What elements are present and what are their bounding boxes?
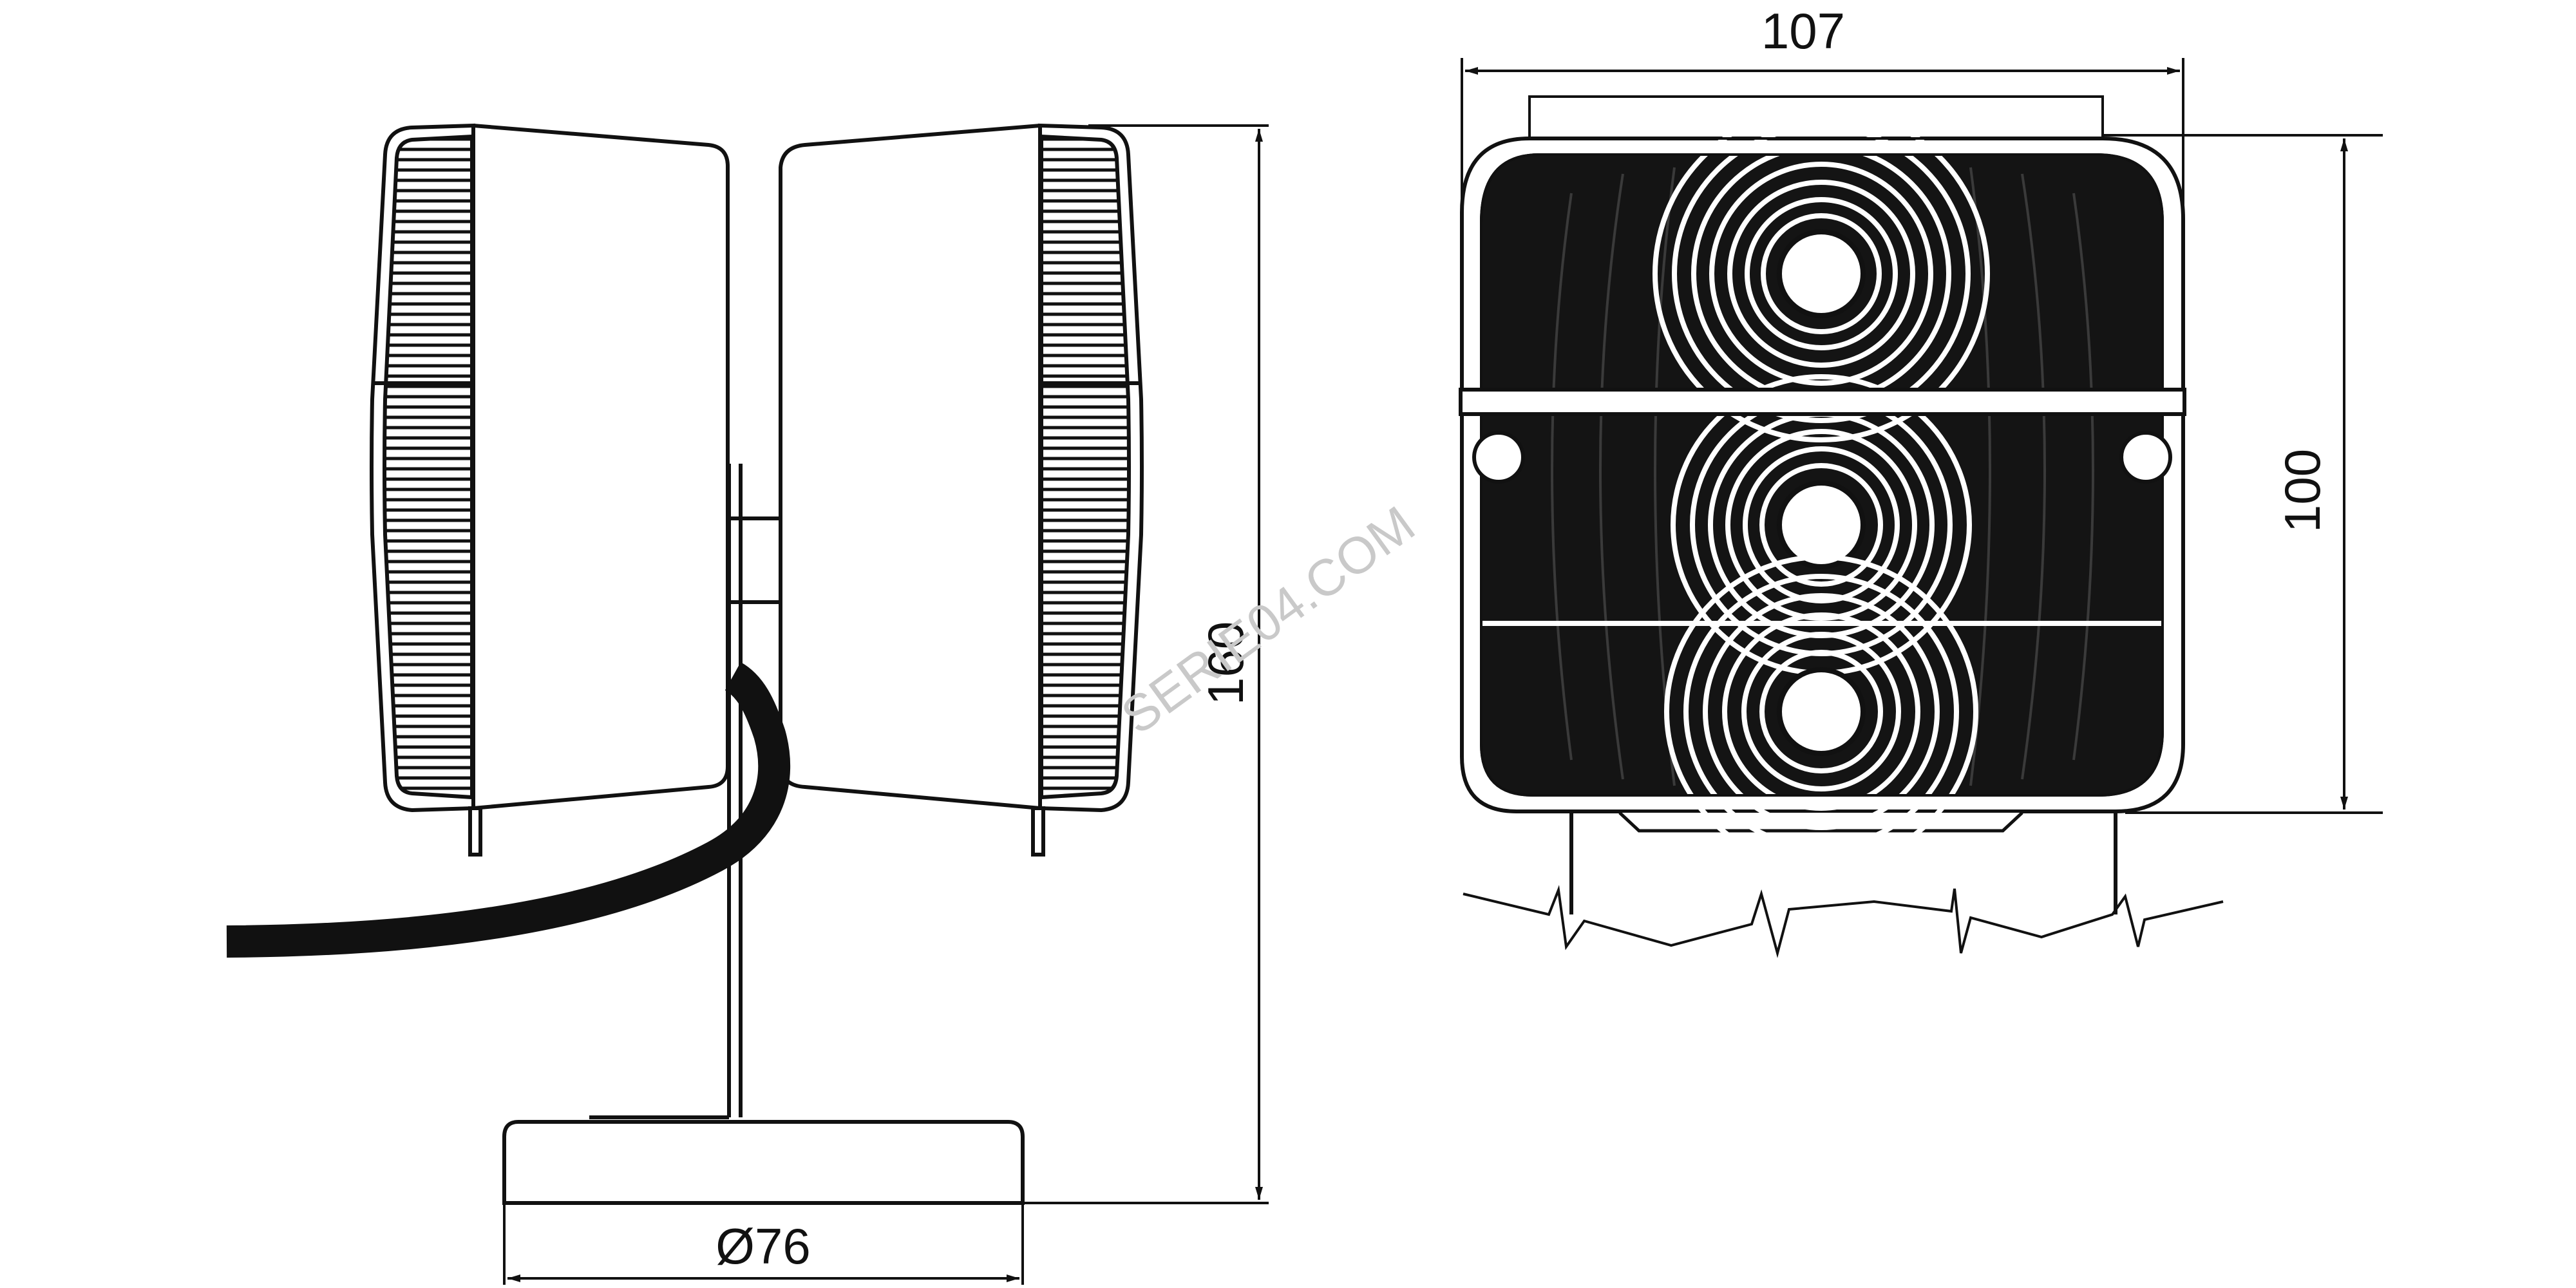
right-lens-ribs — [1039, 134, 1131, 800]
cable — [226, 662, 791, 958]
height-160-label: 160 — [1197, 621, 1254, 705]
height-100-label: 100 — [2274, 449, 2331, 533]
lens-mask — [1480, 95, 2164, 797]
side-dimensions — [503, 124, 1269, 1285]
lens-facets — [1551, 167, 2094, 786]
width-107-label: 107 — [1761, 3, 1845, 59]
right-lamp-housing — [779, 123, 1144, 857]
watermark: SERIE04.COM — [1111, 495, 1425, 745]
magnetic-base — [502, 1120, 1025, 1205]
side-view — [226, 123, 1144, 1205]
mounting-hole-right — [2119, 431, 2172, 484]
mounting-hole-left — [1472, 431, 1525, 484]
left-lamp-housing — [370, 123, 730, 857]
separator-bar — [1459, 388, 2186, 416]
left-mount-pin — [468, 806, 482, 857]
front-dimensions — [1461, 58, 2383, 814]
center-bracket — [589, 464, 782, 1119]
lamp-module-top — [1653, 105, 1990, 442]
left-lens-ribs — [383, 134, 474, 800]
diameter-76-label: Ø76 — [715, 1218, 810, 1274]
lamp-module-bottom — [1664, 554, 1978, 869]
mounting-surface-break — [1463, 885, 2224, 958]
right-mount-pin — [1031, 806, 1045, 857]
front-view — [1459, 95, 2224, 958]
